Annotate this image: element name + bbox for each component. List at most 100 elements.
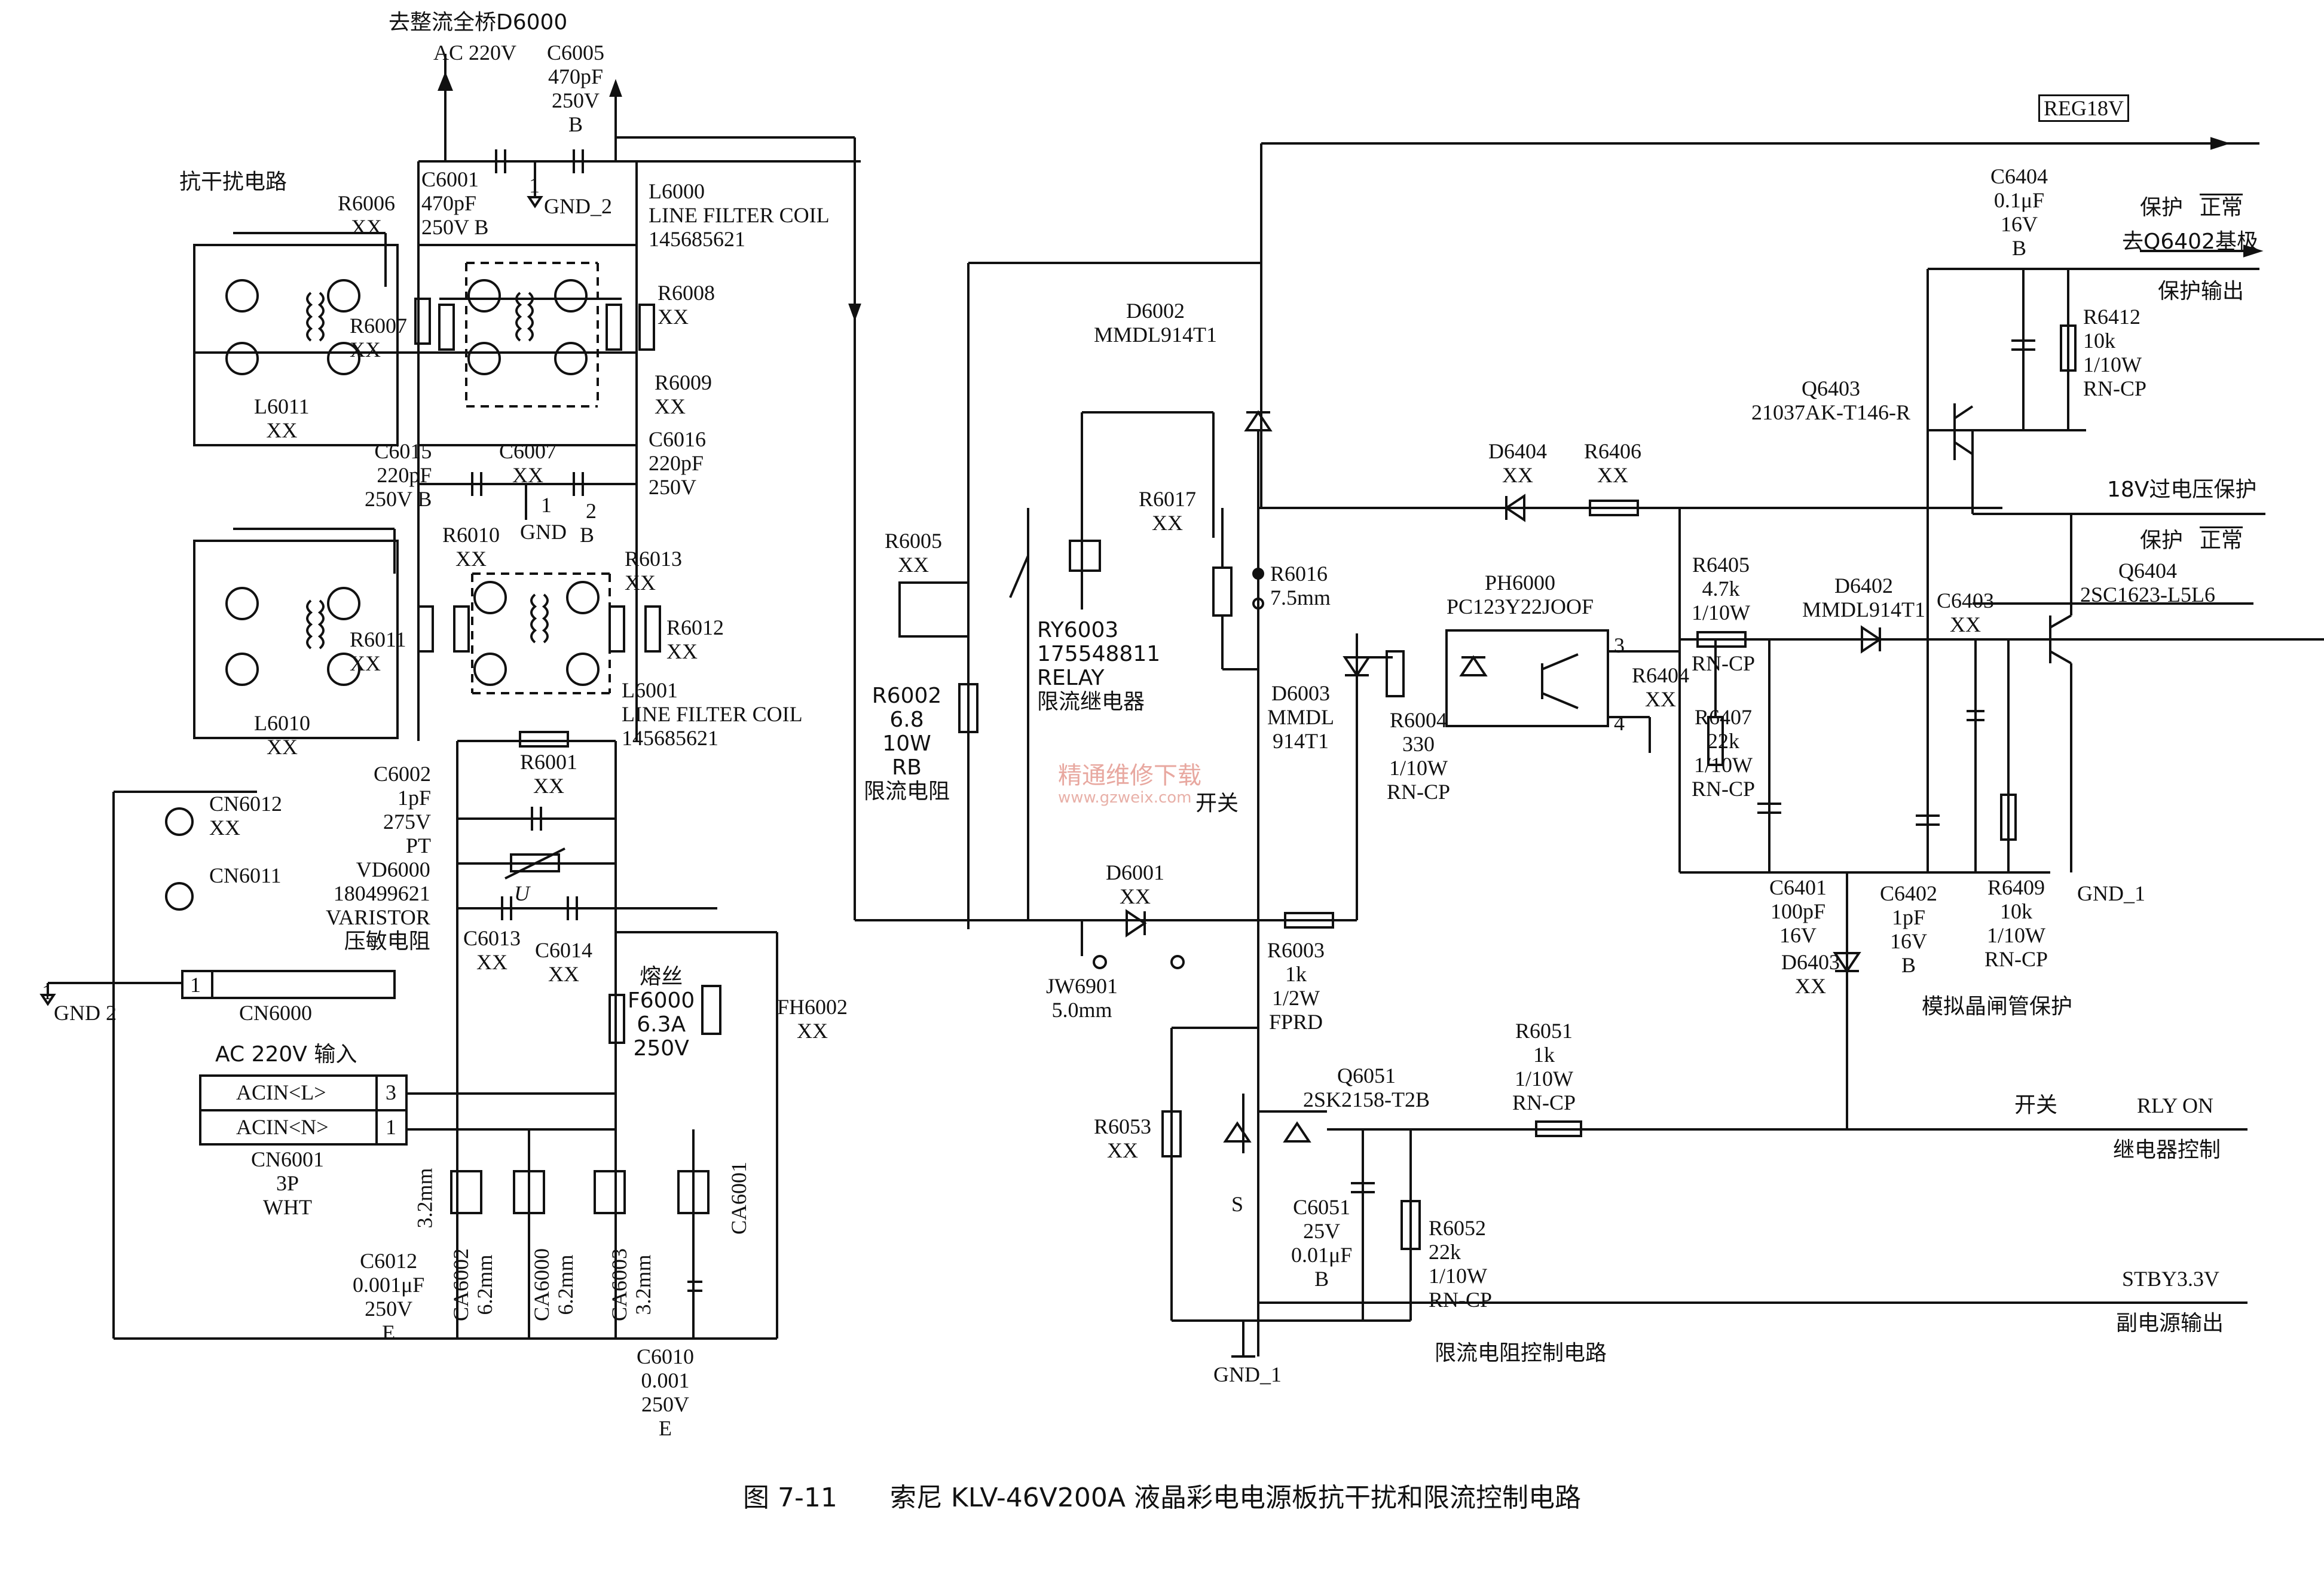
r6017-label: R6017 XX xyxy=(1139,487,1197,535)
ca6002-label: CA6002 6.2mm xyxy=(449,1248,497,1322)
r6001-body xyxy=(519,731,569,748)
r6409-label: R6409 10k 1/10W RN-CP xyxy=(1984,875,2048,971)
r6053-label: R6053 XX xyxy=(1094,1114,1152,1162)
r6051-body xyxy=(1535,1120,1582,1137)
c6001-label: C6001 470pF 250V B xyxy=(421,167,489,239)
r6007-body xyxy=(414,298,431,345)
fuse-label: 熔丝 F6000 6.3A 250V xyxy=(628,964,695,1061)
cn6000-body xyxy=(181,970,396,999)
rly-on-label: RLY ON xyxy=(2137,1094,2214,1117)
l6011-pin2 xyxy=(225,342,259,375)
ry6003-label: RY6003 175548811 RELAY 限流继电器 xyxy=(1037,618,1161,714)
d6404-diode xyxy=(1504,494,1525,522)
relay-coil xyxy=(1069,540,1101,572)
r6004-label: R6004 330 1/10W RN-CP xyxy=(1387,708,1451,804)
r6009-label: R6009 XX xyxy=(655,370,713,418)
ca6001-label: CA6001 xyxy=(727,1161,751,1235)
l6001-pin1 xyxy=(473,581,507,614)
r6404-label: R6404 XX xyxy=(1632,663,1690,711)
cn6012-label: CN6012 XX xyxy=(209,792,283,840)
l6010-label: L6010 XX xyxy=(254,711,310,759)
gnd-left-pin: 1 xyxy=(42,980,53,1004)
c6016-label: C6016 220pF 250V xyxy=(649,427,707,499)
l6001-pin4 xyxy=(566,581,600,614)
d6002-diode xyxy=(1244,410,1273,431)
ph-pin4: 4 xyxy=(1614,711,1625,735)
acin-n-label: ACIN<N> xyxy=(236,1115,329,1139)
rn-cp-label: RN-CP xyxy=(1692,651,1756,675)
r6051-label: R6051 1k 1/10W RN-CP xyxy=(1512,1019,1576,1114)
source-s: S xyxy=(1231,1192,1244,1216)
l6010-pin3 xyxy=(327,653,360,686)
scr-label: 模拟晶闸管保护 xyxy=(1922,994,2073,1019)
aux-out-label: 副电源输出 xyxy=(2116,1311,2224,1336)
figure-title: 索尼 KLV-46V200A 液晶彩电电源板抗干扰和限流控制电路 xyxy=(889,1483,1581,1513)
l6010-pin2 xyxy=(225,653,259,686)
l6000-pin4 xyxy=(554,279,588,313)
l6011-pin4 xyxy=(327,279,360,313)
l6010-frame xyxy=(193,540,399,739)
fh6002-label: FH6002 XX xyxy=(777,995,848,1043)
l6011-pin1 xyxy=(225,279,259,313)
l6000-pin3 xyxy=(554,342,588,375)
r6006-label: R6006 XX xyxy=(338,191,396,239)
r6053-body xyxy=(1161,1110,1182,1157)
jw6901-label: JW6901 5.0mm xyxy=(1046,974,1118,1022)
ac-in-label: AC 220V 输入 xyxy=(215,1042,357,1067)
r6001-label: R6001 XX xyxy=(520,750,578,798)
d6001-diode xyxy=(1126,909,1147,938)
c6403-label: C6403 XX xyxy=(1937,589,1995,636)
figure-number: 图 7-11 xyxy=(743,1483,837,1513)
watermark-text: 精通维修下载 xyxy=(1058,762,1201,789)
r6013-label: R6013 XX xyxy=(625,547,683,595)
r6002-body xyxy=(958,683,978,733)
r6407-label: R6407 22k 1/10W RN-CP xyxy=(1692,705,1756,801)
prot-out-label: 保护输出 xyxy=(2158,279,2245,304)
gnd-mid-pin1: 1 xyxy=(541,493,552,517)
gnd1b-label: GND_1 xyxy=(2077,881,2145,905)
c6005-label: C6005 470pF 250V B xyxy=(547,41,605,136)
d6404-label: D6404 XX xyxy=(1488,439,1547,487)
cn6011-lug xyxy=(165,882,194,911)
prot-label-2: 保护 xyxy=(2140,528,2184,553)
ph6000-body xyxy=(1445,629,1609,727)
fh6002-body xyxy=(701,985,721,1035)
q6404-label: Q6404 2SC1623-L5L6 xyxy=(2080,559,2216,607)
q6051-label: Q6051 2SK2158-T2B xyxy=(1303,1064,1430,1111)
stby-label: STBY3.3V xyxy=(2122,1267,2220,1291)
r6007-label: R6007 XX xyxy=(350,314,408,362)
r6412-label: R6412 10k 1/10W RN-CP xyxy=(2083,305,2147,400)
r6406-body xyxy=(1589,500,1639,516)
cn6011-label: CN6011 xyxy=(209,863,282,887)
r6003-body xyxy=(1284,912,1334,929)
fuse-body xyxy=(608,994,625,1044)
c6007-label: C6007 XX xyxy=(499,439,557,487)
c6002-label: C6002 1pF 275V PT xyxy=(374,762,432,858)
l6011-label: L6011 XX xyxy=(254,394,310,442)
normal-label-2: 正常 xyxy=(2200,528,2243,553)
relay-contact xyxy=(1009,555,1029,598)
emi-title: 抗干扰电路 xyxy=(179,170,288,194)
r6017-body xyxy=(1212,566,1233,617)
acin-l-label: ACIN<L> xyxy=(236,1080,326,1104)
d6002-label: D6002 MMDL914T1 xyxy=(1094,299,1217,347)
r6009-body xyxy=(638,304,655,351)
relay-subtitle: 限流电阻控制电路 xyxy=(1435,1341,1607,1365)
cn6000-pin: 1 xyxy=(190,973,201,997)
r6409-body xyxy=(2000,794,2017,841)
gnd-mid-pin2: 2 xyxy=(586,499,597,523)
c6404-label: C6404 0.1μF 16V B xyxy=(1990,164,2048,260)
r6405-label: R6405 4.7k 1/10W xyxy=(1692,553,1750,624)
figure-caption: 图 7-11 索尼 KLV-46V200A 液晶彩电电源板抗干扰和限流控制电路 xyxy=(0,1476,2324,1514)
l6011-frame xyxy=(193,244,399,446)
d6001-label: D6001 XX xyxy=(1106,860,1164,908)
switch-mark: 开关 xyxy=(1195,791,1239,816)
d6402-diode xyxy=(1861,625,1882,654)
cn6001-label: CN6001 3P WHT xyxy=(251,1147,325,1219)
l6001-pin2 xyxy=(473,653,507,686)
r6002-label: R6002 6.8 10W RB 限流电阻 xyxy=(864,684,950,804)
ca6003-body xyxy=(594,1170,626,1214)
l6001-pin3 xyxy=(566,653,600,686)
gnd-mid-label: GND xyxy=(520,520,567,544)
